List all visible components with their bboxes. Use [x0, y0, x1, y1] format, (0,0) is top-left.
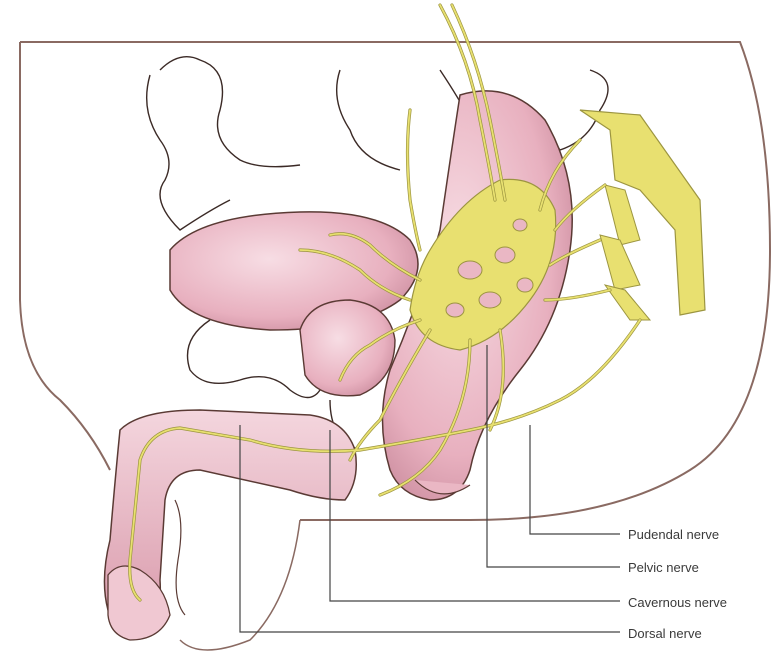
leader-line-pudendal	[530, 425, 620, 534]
prostate	[300, 300, 395, 396]
sacral-plexus	[580, 110, 705, 320]
label-cavernous-nerve: Cavernous nerve	[628, 596, 727, 609]
leader-line-cavernous	[330, 430, 620, 601]
label-pelvic-nerve: Pelvic nerve	[628, 561, 699, 574]
penis	[104, 410, 356, 640]
label-pudendal-nerve: Pudendal nerve	[628, 528, 719, 541]
label-dorsal-nerve: Dorsal nerve	[628, 627, 702, 640]
